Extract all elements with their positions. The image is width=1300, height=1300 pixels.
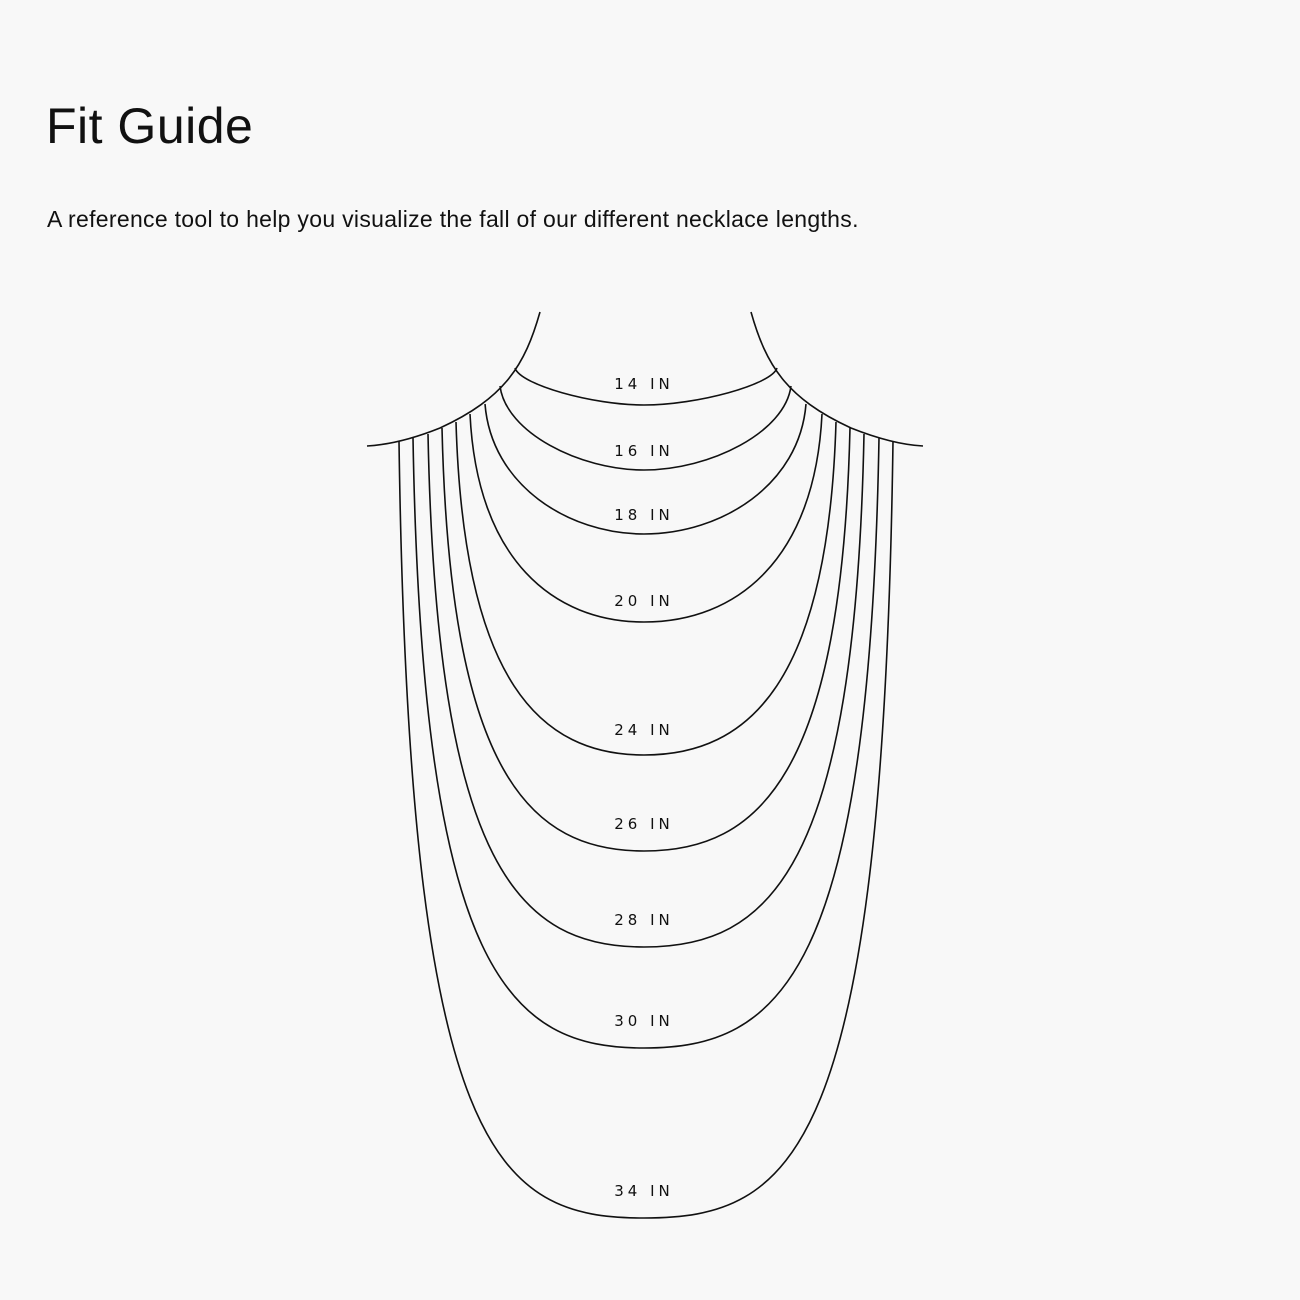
necklace-curve-30 [412,437,880,1049]
necklace-curve-28 [427,433,865,948]
length-label-20: 20 IN [614,592,674,610]
necklace-curve-16 [499,385,792,471]
necklace-curve-14 [514,367,778,406]
necklace-curves [398,367,894,1219]
necklace-curve-20 [469,413,823,623]
neck-shoulder-outline-left [366,311,541,447]
page-subtitle: A reference tool to help you visualize t… [47,206,859,232]
length-label-34: 34 IN [614,1182,674,1200]
length-label-28: 28 IN [614,911,674,929]
length-label-16: 16 IN [614,442,674,460]
necklace-curve-24 [455,421,837,756]
length-label-18: 18 IN [614,506,674,524]
length-label-30: 30 IN [614,1012,674,1030]
length-label-24: 24 IN [614,721,674,739]
page-title: Fit Guide [46,98,254,154]
necklace-curve-18 [484,403,807,535]
neck-shoulder-outline-right [750,311,924,447]
length-label-14: 14 IN [614,375,674,393]
length-label-26: 26 IN [614,815,674,833]
necklace-curve-34 [398,440,894,1219]
necklace-curve-26 [441,427,851,852]
necklace-length-labels: 14 IN 16 IN 18 IN 20 IN 24 IN 26 IN 28 I… [614,375,674,1200]
